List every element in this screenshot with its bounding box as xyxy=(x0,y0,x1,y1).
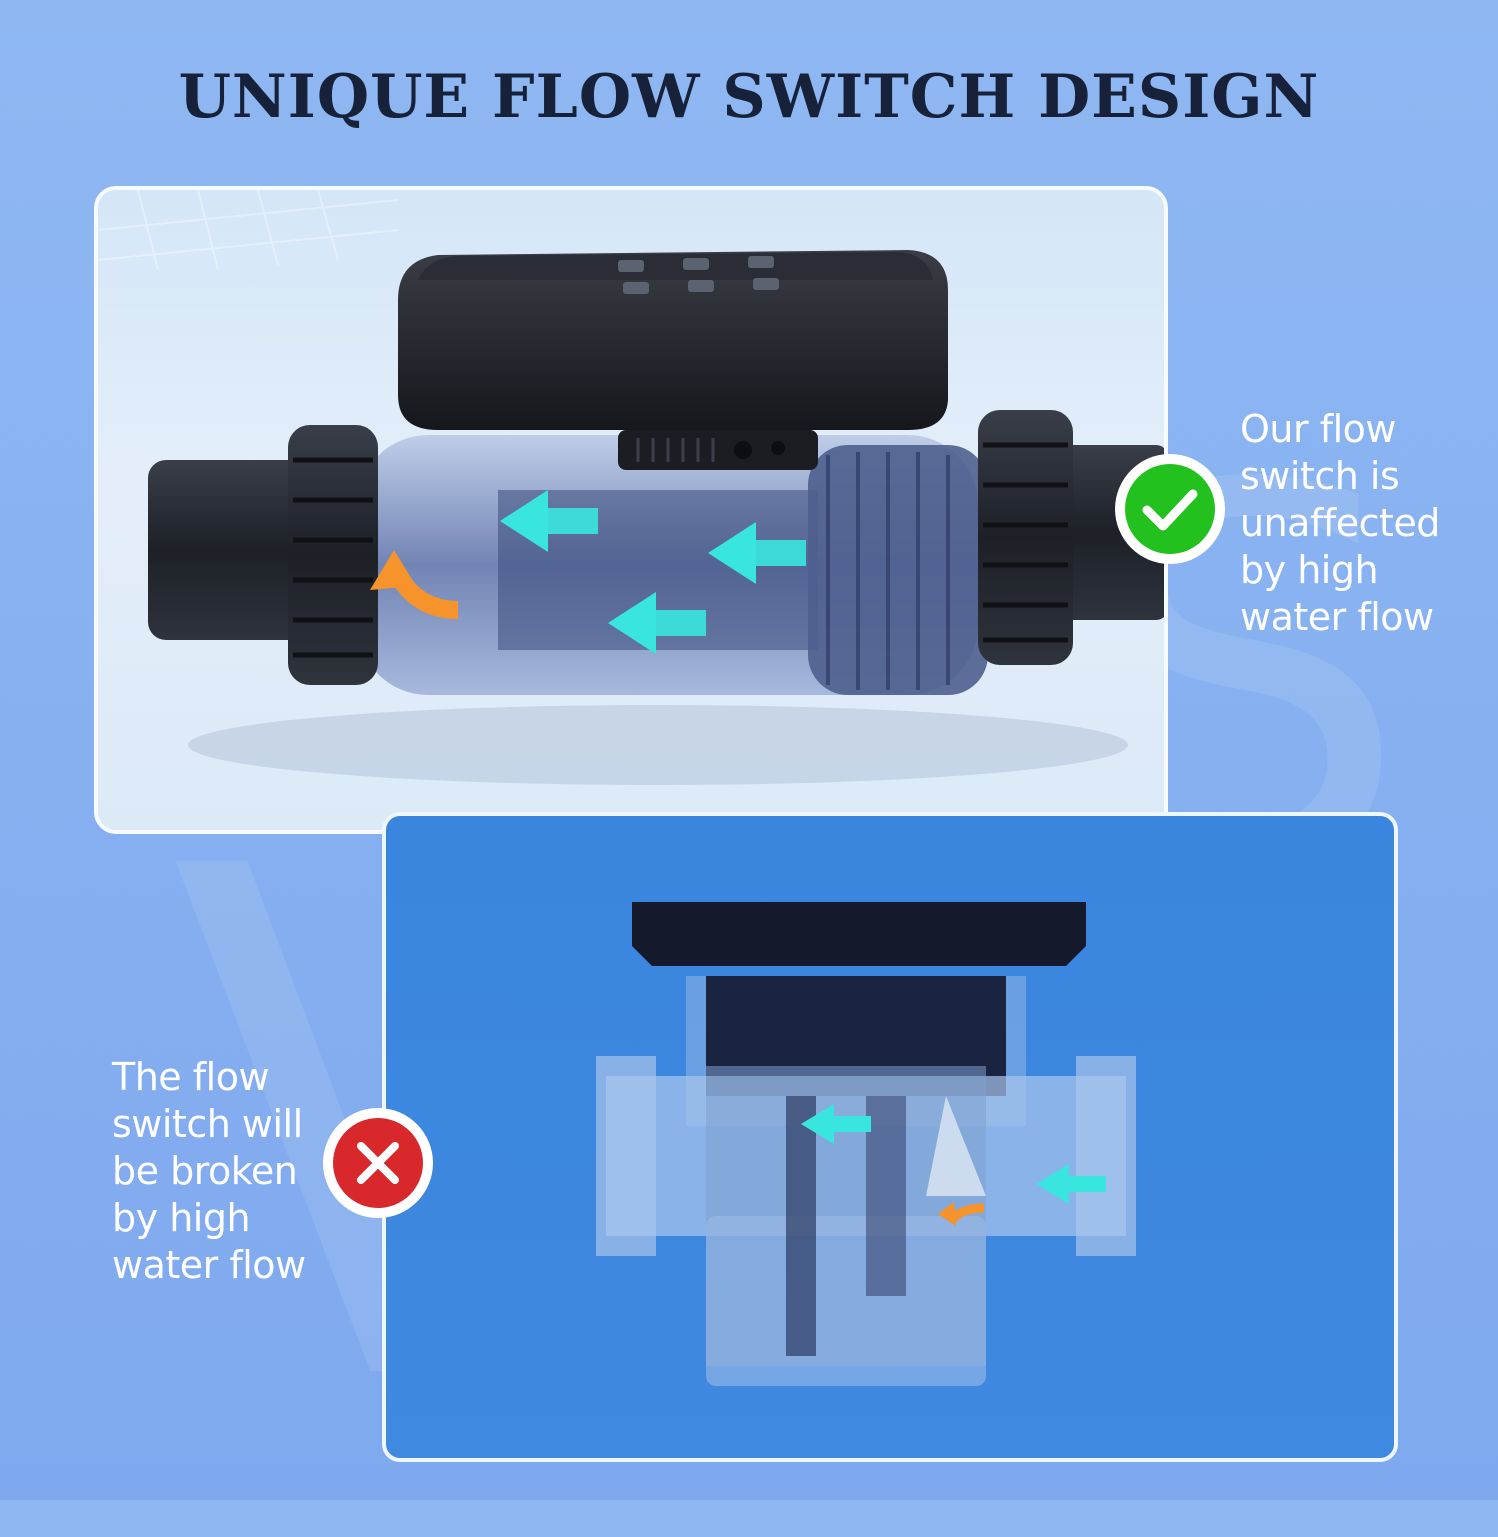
flow-arrow-icon xyxy=(500,490,598,552)
check-icon xyxy=(1125,464,1215,554)
caption-line: be broken xyxy=(112,1149,298,1193)
flow-arrow-icon xyxy=(608,592,706,654)
competitor-photo-panel xyxy=(382,812,1398,1462)
caption-line: Our flow xyxy=(1240,407,1396,451)
good-caption: Our flow switch is unaffected by high wa… xyxy=(1240,406,1440,641)
success-badge xyxy=(1115,454,1225,564)
caption-line: by high xyxy=(112,1196,251,1240)
turn-arrow-icon xyxy=(938,1202,985,1226)
page-title: UNIQUE FLOW SWITCH DESIGN xyxy=(178,62,1320,132)
flow-arrow-icon xyxy=(708,522,806,584)
caption-line: by high xyxy=(1240,548,1379,592)
caption-line: water flow xyxy=(1240,595,1434,639)
competitor-switch-illustration xyxy=(596,902,1136,1386)
caption-line: The flow xyxy=(112,1055,270,1099)
turn-arrow-icon xyxy=(370,550,459,619)
flow-switch-illustration xyxy=(98,190,1164,785)
caption-line: switch is xyxy=(1240,454,1400,498)
failure-badge xyxy=(323,1108,433,1218)
caption-line: water flow xyxy=(112,1243,306,1287)
flow-arrow-icon xyxy=(801,1104,871,1144)
caption-line: unaffected xyxy=(1240,501,1440,545)
cross-icon xyxy=(333,1118,423,1208)
flow-arrow-icon xyxy=(1036,1164,1106,1204)
bad-caption: The flow switch will be broken by high w… xyxy=(112,1054,306,1289)
product-photo-panel xyxy=(94,186,1168,834)
caption-line: switch will xyxy=(112,1102,303,1146)
